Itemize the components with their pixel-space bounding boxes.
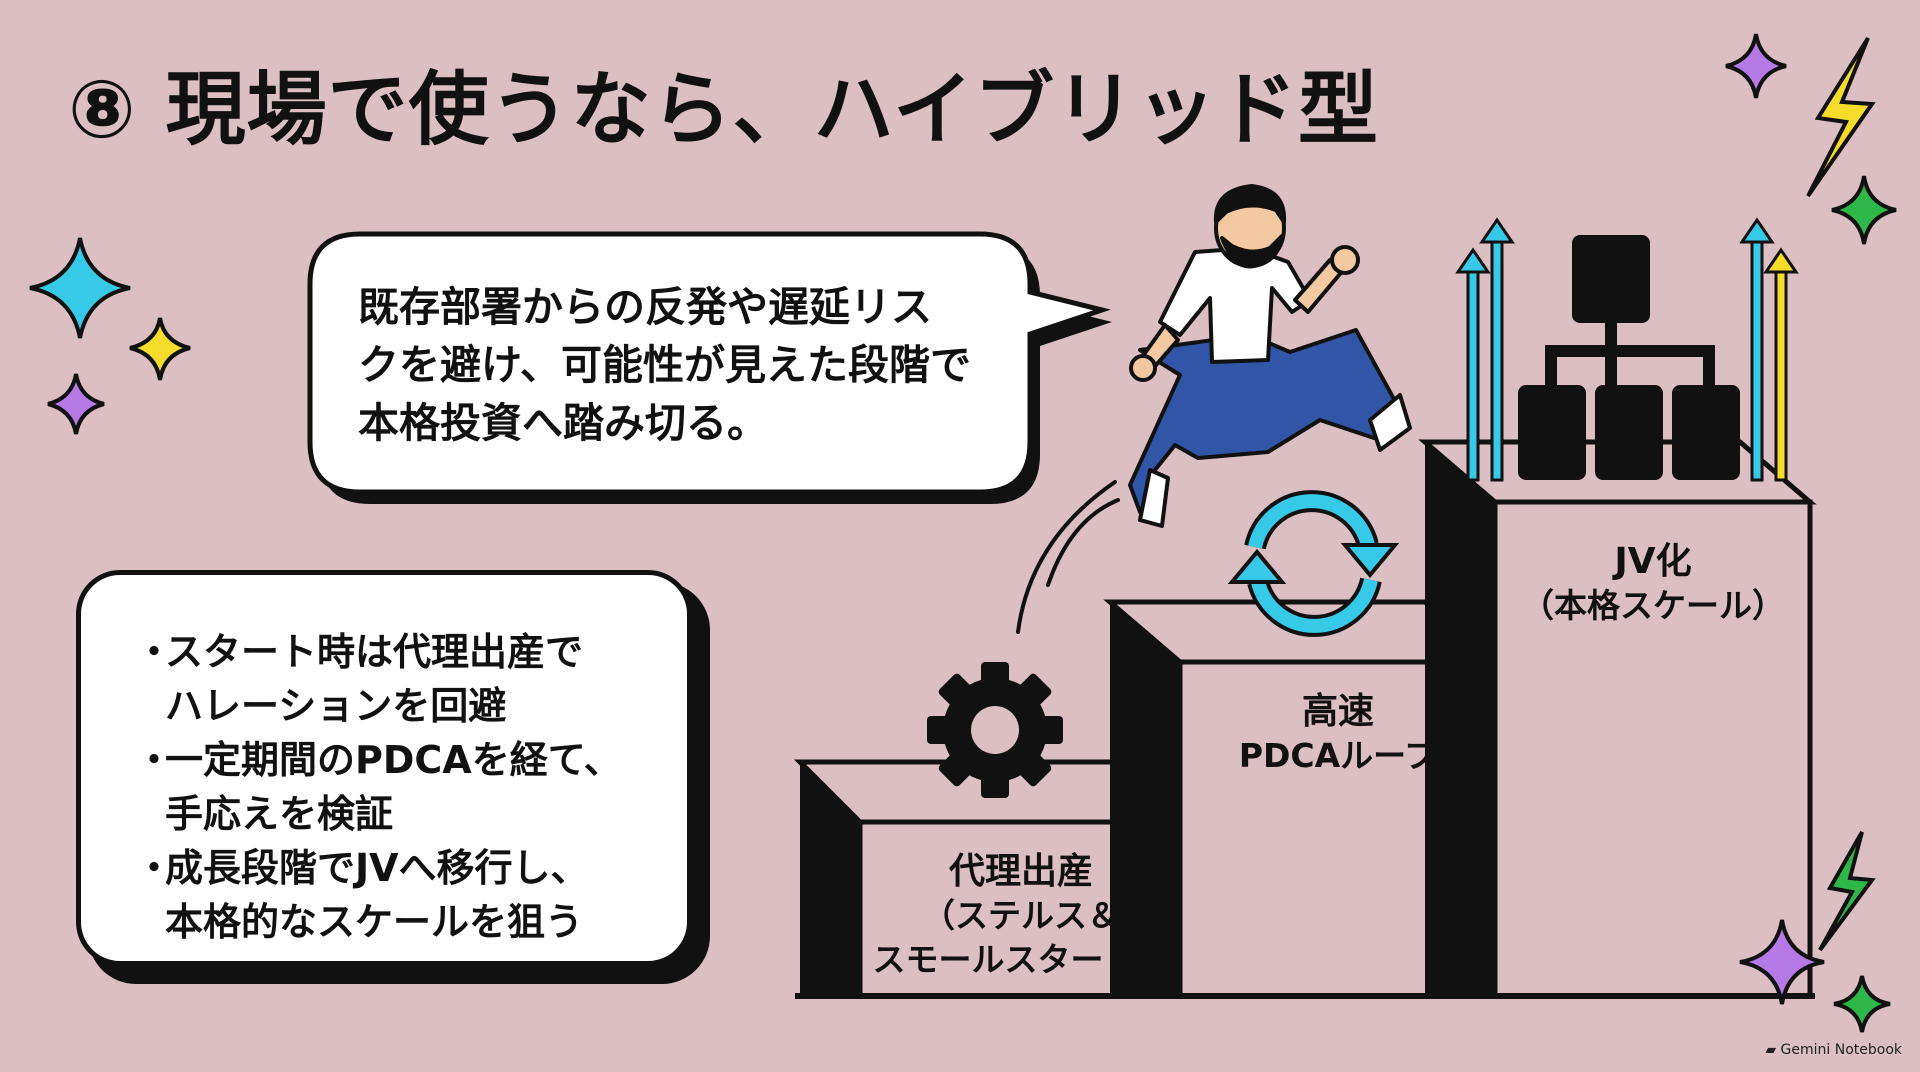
page-title: ⑧ 現場で使うなら、ハイブリッド型 <box>68 63 1379 156</box>
bullet-marker: ・ <box>135 738 174 782</box>
sparkle-icon <box>1739 919 1825 1005</box>
bullet-line: 一定期間のPDCAを経て、 <box>165 738 622 782</box>
bullet-line: 手応えを検証 <box>165 792 394 836</box>
lightning-icon <box>1818 831 1876 952</box>
step-subtitle: （本格スケール） <box>1521 586 1785 625</box>
notebook-icon: ▰ <box>1765 1042 1781 1058</box>
step-label-2: 高速 PDCAループ <box>1182 690 1494 778</box>
step-title: 高速 <box>1301 691 1374 732</box>
sparkle-icon <box>29 237 131 339</box>
speech-line: クを避け、可能性が見えた段階で <box>358 341 971 389</box>
sparkle-icon <box>129 317 191 381</box>
sparkle-icon <box>1833 975 1891 1033</box>
gear-icon <box>927 662 1063 798</box>
bullet-box: ・ スタート時は代理出産で ハレーションを回避 ・ 一定期間のPDCAを経て、 … <box>76 570 692 966</box>
step-label-3: JV化 （本格スケール） <box>1497 540 1809 628</box>
bullet-marker: ・ <box>135 630 174 674</box>
bullet-list: ・ スタート時は代理出産で ハレーションを回避 ・ 一定期間のPDCAを経て、 … <box>135 625 675 949</box>
footer-label: Gemini Notebook <box>1780 1042 1902 1058</box>
person-illustration <box>1128 184 1412 528</box>
bullet-item: ・ 一定期間のPDCAを経て、 手応えを検証 <box>135 733 675 841</box>
footer-brand: ▰ Gemini Notebook <box>1765 1042 1902 1058</box>
sparkle-icon <box>47 373 105 435</box>
bullet-line: スタート時は代理出産で <box>165 630 584 674</box>
org-chart-icon <box>1518 235 1740 480</box>
speech-bubble <box>307 231 1112 504</box>
bullet-marker: ・ <box>135 846 174 890</box>
bullet-item: ・ 成長段階でJVへ移行し、 本格的なスケールを狙う <box>135 841 675 949</box>
cycle-arrows-icon-color <box>1248 494 1378 633</box>
speech-text: 既存部署からの反発や遅延リス クを避け、可能性が見えた段階で 本格投資へ踏み切る… <box>358 278 998 452</box>
step-title: 代理出産 <box>948 851 1093 892</box>
bullet-line: 本格的なスケールを狙う <box>165 900 584 944</box>
speech-line: 既存部署からの反発や遅延リス <box>358 283 932 331</box>
step-subtitle: PDCAループ <box>1238 736 1438 775</box>
lightning-icon <box>1806 36 1876 198</box>
up-arrow-icon <box>1455 217 1799 482</box>
sparkle-icon <box>1725 33 1787 99</box>
step-subtitle: スモールスタート） <box>872 940 1170 979</box>
step-label-1: 代理出産 （ステルス＆ スモールスタート） <box>862 850 1180 982</box>
bullet-line: 成長段階でJVへ移行し、 <box>165 846 589 890</box>
speech-line: 本格投資へ踏み切る。 <box>358 399 768 447</box>
step-title: JV化 <box>1614 541 1692 582</box>
bullet-item: ・ スタート時は代理出産で ハレーションを回避 <box>135 625 675 733</box>
motion-lines <box>1016 480 1120 634</box>
step-subtitle: （ステルス＆ <box>922 896 1120 935</box>
sparkle-icon <box>1831 175 1897 245</box>
bullet-line: ハレーションを回避 <box>165 684 507 728</box>
